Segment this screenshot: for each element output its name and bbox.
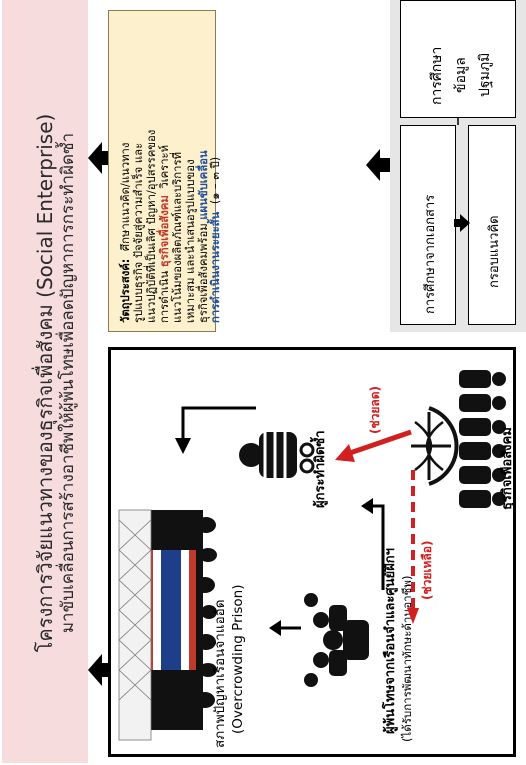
problem-diagram-box: สภาพปัญหาเรือนจำแออัด (Overcrowding Pris… xyxy=(108,347,516,757)
arrow-released-to-offender xyxy=(361,498,385,590)
reduce-arrow xyxy=(335,429,412,462)
methodology-panel: การศึกษา ข้อมูล ปฐมภูมิ การศึกษาจากเอกสา… xyxy=(390,0,526,332)
framework-box: กรอบแนวคิด xyxy=(468,125,516,325)
connector-primary xyxy=(457,118,459,125)
project-title-line2: มาขับเคลื่อนการสร้างอาชีพให้ผู้พ้นโทษเพื… xyxy=(58,132,78,634)
primary-data-line2: ข้อมูล xyxy=(453,57,469,93)
social-enterprise-icon xyxy=(411,370,506,508)
primary-data-line1: การศึกษา xyxy=(429,47,445,105)
arrow-released-to-prison xyxy=(269,620,301,636)
released-label: ผู้พ้นโทษจากเรือนจำและศูนย์ฝึกฯ xyxy=(381,548,398,734)
arrow-offender-to-prison xyxy=(175,406,256,454)
arrow-objective-to-title xyxy=(88,142,110,174)
objective-line5: แนวโน้มของผลิตภัณฑ์และบริการที่ xyxy=(169,152,184,323)
objective-line1: วัตถุประสงค์: ศึกษาแนวคิด/แนวทาง xyxy=(118,143,133,323)
released-group-icon xyxy=(304,593,369,687)
objective-text8b: (๑ – ๓ ปี) xyxy=(209,157,222,204)
objective-text1: ศึกษาแนวคิด/แนวทาง xyxy=(119,143,132,252)
objective-text7a: ธุรกิจเพื่อสังคมพร้อม xyxy=(195,223,210,323)
objective-highlight-plan: แผนขับเคลื่อน xyxy=(195,150,210,220)
objective-text4a: การดำเนิน xyxy=(158,270,171,323)
project-title-line1: โครงการวิจัยแนวทางของธุรกิจเพื่อสังคม (S… xyxy=(33,113,57,653)
arrow-method-to-objective xyxy=(366,149,390,181)
primary-data-box: การศึกษา ข้อมูล ปฐมภูมิ xyxy=(400,0,516,118)
framework-label: กรอบแนวคิด xyxy=(487,215,502,288)
primary-data-line3: ปฐมภูมิ xyxy=(477,53,493,97)
objective-line7: ธุรกิจเพื่อสังคมพร้อม แผนขับเคลื่อน xyxy=(195,150,210,323)
reduce-label: (ช่วยลด) xyxy=(368,386,382,434)
arrow-to-title xyxy=(88,654,110,686)
objective-line3: แนวปฏิบัติที่เป็นเลิศ ปัญหา/อุปสรรคของ xyxy=(143,130,158,323)
objective-line8: การดำเนินงานระยะสั้น (๑ – ๓ ปี) xyxy=(206,157,222,323)
arrow-documents-to-framework xyxy=(454,214,470,232)
prison-label: สภาพปัญหาเรือนจำแออัด xyxy=(212,599,228,748)
project-title-panel: โครงการวิจัยแนวทางของธุรกิจเพื่อสังคม (S… xyxy=(2,0,88,763)
offender-label: ผู้กระทำผิดซ้ำ xyxy=(309,430,328,508)
objective-highlight-short-term: การดำเนินงานระยะสั้น xyxy=(206,211,222,323)
overcrowding-label: (Overcrowding Prison) xyxy=(230,585,246,734)
prison-fence-icon xyxy=(118,509,152,741)
help-label: (ช่วยเหลือ) xyxy=(420,541,434,600)
offender-icon xyxy=(239,432,315,478)
objective-line6: เหมาะสม และนำเสนอรูปแบบของ xyxy=(184,159,197,323)
document-study-label: การศึกษาจากเอกสาร xyxy=(423,195,438,314)
thai-flag-icon xyxy=(146,550,196,670)
social-enterprise-label-visible: ธุรกิจเพื่อสังคม xyxy=(497,427,513,510)
objective-prefix: วัตถุประสงค์: xyxy=(118,259,133,323)
document-study-box: การศึกษาจากเอกสาร xyxy=(400,125,456,325)
objective-highlight-se: ธุรกิจเพื่อสังคม xyxy=(156,195,172,267)
objective-text4c: วิเคราะห์ xyxy=(157,145,171,189)
objective-line2: รูปแบบธุรกิจ ปัจจัยสู่ความสำเร็จ และ xyxy=(130,143,145,323)
objective-line4: การดำเนิน ธุรกิจเพื่อสังคม วิเคราะห์ xyxy=(156,145,172,323)
help-arrow xyxy=(407,470,419,624)
objective-box: วัตถุประสงค์: ศึกษาแนวคิด/แนวทาง รูปแบบธ… xyxy=(108,10,222,332)
